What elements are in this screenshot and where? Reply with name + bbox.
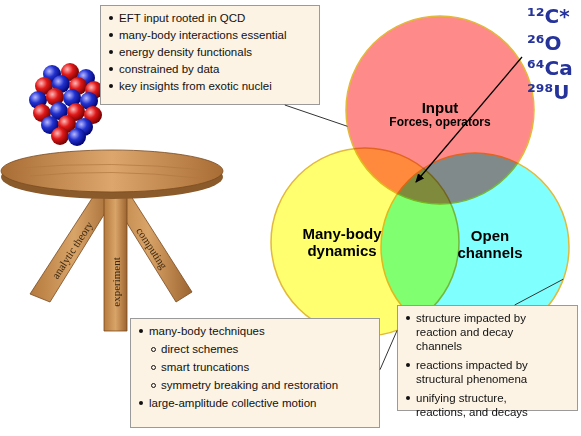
bullet-text: EFT input rooted in QCD bbox=[119, 11, 313, 25]
bullet-row: energy density functionals bbox=[107, 45, 313, 59]
table-leg bbox=[104, 188, 127, 331]
ring-bullet bbox=[151, 347, 156, 352]
circle-text: InputForces, operators bbox=[370, 99, 510, 130]
bullet-row: key insights from exotic nuclei bbox=[107, 79, 313, 93]
ring-bullet bbox=[151, 365, 156, 370]
nucleus-label: ⁶⁴Ca bbox=[527, 56, 573, 80]
dot-bullet bbox=[109, 67, 113, 71]
bullet-text: constrained by data bbox=[119, 62, 313, 76]
bullet-box: structure impacted by reaction and decay… bbox=[397, 305, 578, 411]
circle-text: Many-body dynamics bbox=[296, 225, 388, 260]
bullet-text: many-body techniques bbox=[149, 324, 373, 338]
bullet-text: large-amplitude collective motion bbox=[149, 396, 373, 410]
leader-line bbox=[285, 105, 348, 126]
bullet-row: constrained by data bbox=[107, 62, 313, 76]
neutron-sphere bbox=[68, 128, 86, 146]
bullet-box: EFT input rooted in QCD many-body interac… bbox=[100, 5, 320, 105]
circle-text: Open channels bbox=[450, 227, 530, 262]
sub-bullet-row: direct schemes bbox=[149, 342, 373, 356]
bullet-row: many-body interactions essential bbox=[107, 28, 313, 42]
dot-bullet bbox=[109, 16, 113, 20]
nucleus-label: ²⁶O bbox=[527, 31, 562, 55]
leg-label: analytic theory bbox=[49, 219, 95, 281]
bullet-row: reactions impacted by structural phenome… bbox=[404, 358, 571, 386]
bullet-text: key insights from exotic nuclei bbox=[119, 79, 313, 93]
bullet-row: EFT input rooted in QCD bbox=[107, 11, 313, 25]
bullet-row: structure impacted by reaction and decay… bbox=[404, 311, 571, 353]
bullet-text: structure impacted by reaction and decay… bbox=[416, 311, 558, 353]
leader-line bbox=[380, 330, 397, 369]
bullet-text: direct schemes bbox=[161, 342, 373, 356]
nucleus-label: ¹²C* bbox=[527, 4, 570, 28]
circle-title: Input bbox=[370, 99, 510, 116]
bullet-text: reactions impacted by structural phenome… bbox=[416, 358, 558, 386]
bullet-text: unifying structure, reactions, and decay… bbox=[416, 391, 558, 419]
dot-bullet bbox=[109, 50, 113, 54]
table-top bbox=[1, 150, 223, 192]
dot-bullet bbox=[139, 401, 143, 405]
bullet-box: many-body techniques direct schemes smart … bbox=[130, 318, 380, 428]
dot-bullet bbox=[406, 363, 410, 367]
bullet-text: smart truncations bbox=[161, 360, 373, 374]
dot-bullet bbox=[406, 396, 410, 400]
bullet-text: many-body interactions essential bbox=[119, 28, 313, 42]
circle-title: Open channels bbox=[450, 227, 530, 262]
bullet-text: energy density functionals bbox=[119, 45, 313, 59]
circle-subtitle: Forces, operators bbox=[370, 117, 510, 131]
wood-grain bbox=[20, 164, 205, 178]
dot-bullet bbox=[109, 33, 113, 37]
bullet-row: unifying structure, reactions, and decay… bbox=[404, 391, 571, 419]
ring-bullet bbox=[151, 383, 156, 388]
dot-bullet bbox=[139, 329, 143, 333]
sub-bullet-row: smart truncations bbox=[149, 360, 373, 374]
proton-sphere bbox=[51, 127, 69, 145]
leader-line bbox=[515, 279, 564, 305]
leg-label: experiment bbox=[110, 257, 122, 306]
bullet-row: large-amplitude collective motion bbox=[137, 396, 373, 410]
sub-bullet-row: symmetry breaking and restoration bbox=[149, 378, 373, 392]
dot-bullet bbox=[406, 316, 410, 320]
bullet-row: many-body techniques bbox=[137, 324, 373, 338]
dot-bullet bbox=[109, 84, 113, 88]
bullet-text: symmetry breaking and restoration bbox=[161, 378, 373, 392]
nucleus-label: ²⁹⁸U bbox=[527, 80, 570, 104]
circle-title: Many-body dynamics bbox=[296, 225, 388, 260]
nucleus-cluster bbox=[29, 63, 103, 146]
